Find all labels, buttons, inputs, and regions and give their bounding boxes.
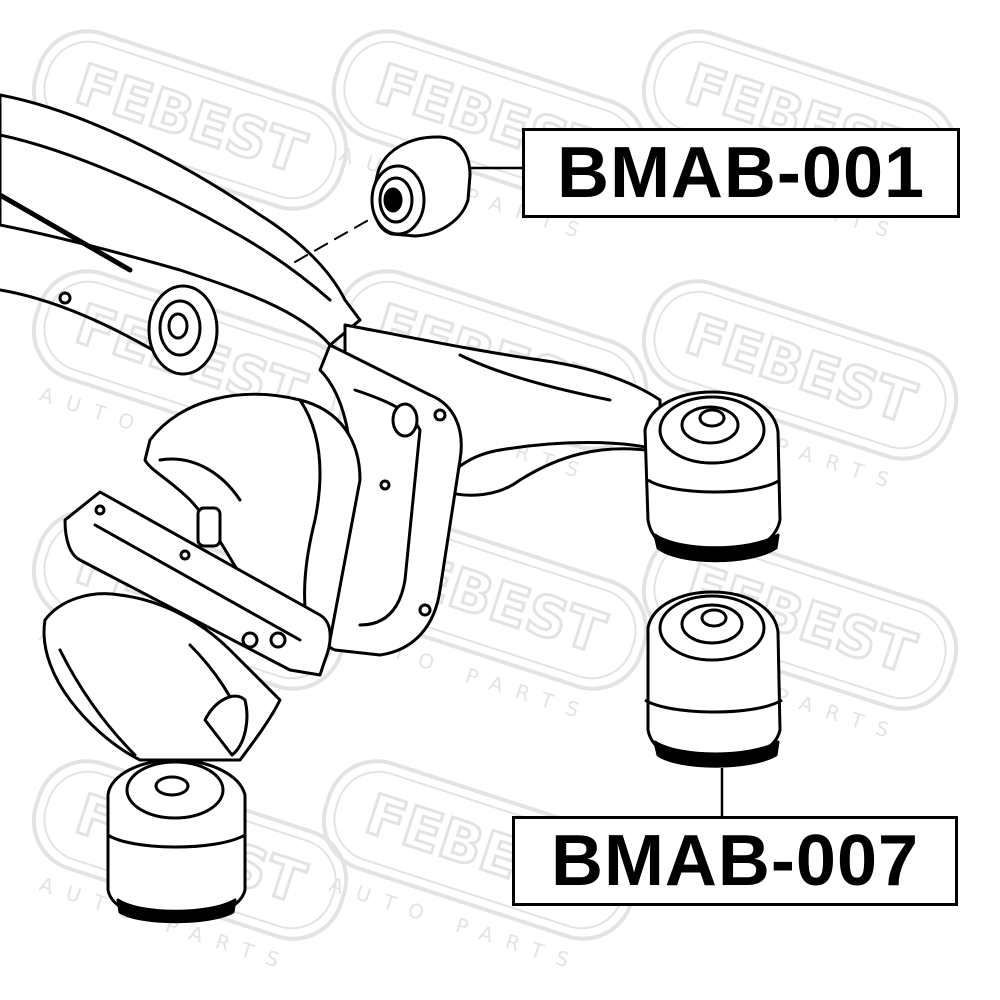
- lower-arm-edge: [58, 648, 137, 757]
- center-bolt-b: [418, 603, 432, 617]
- link-hole-b: [179, 549, 191, 561]
- bushing-bmab-001: [370, 135, 522, 238]
- beam-slot: [0, 192, 133, 273]
- part-number-label-bmab-001: BMAB-001: [522, 128, 960, 218]
- assembly-line-001: [294, 217, 373, 263]
- bushing-007-band: [644, 698, 783, 714]
- lower-bushing-band: [106, 833, 247, 849]
- center-bracket-inner: [353, 388, 422, 627]
- upper-bushing-installed: [643, 390, 782, 563]
- beam-edge: [0, 133, 332, 302]
- beam-mount-hole: [167, 312, 189, 340]
- lower-bushing-base: [116, 898, 237, 924]
- part-number-label-bmab-007: BMAB-007: [512, 816, 958, 906]
- bushing-007-base: [653, 740, 780, 768]
- beam-hole: [58, 291, 72, 305]
- crossmember-beam: [0, 93, 362, 347]
- bushing-001-hole: [383, 187, 403, 213]
- link-hole-c: [241, 631, 259, 649]
- lower-arm-slot: [203, 694, 249, 757]
- center-bolt-a: [433, 408, 447, 422]
- link-hole-d: [269, 631, 287, 649]
- subframe-drawing: [0, 93, 662, 924]
- lower-bushing-hole: [154, 775, 190, 797]
- left-tower-edge-2: [158, 457, 242, 502]
- link-bracket-edge: [93, 523, 302, 642]
- upper-bushing-hole: [698, 408, 726, 428]
- link-clip: [196, 506, 222, 548]
- upper-arm-edge: [438, 447, 647, 497]
- upper-arm-rib: [458, 353, 612, 402]
- left-tower-edge: [298, 398, 322, 642]
- bushing-007-hole: [700, 608, 728, 628]
- upper-bushing-band: [647, 478, 781, 494]
- center-bolt-c: [379, 479, 391, 491]
- center-bracket-hole: [391, 402, 419, 438]
- bushing-bmab-007: [644, 590, 783, 816]
- upper-bushing-base: [653, 533, 780, 563]
- link-hole-a: [94, 504, 106, 516]
